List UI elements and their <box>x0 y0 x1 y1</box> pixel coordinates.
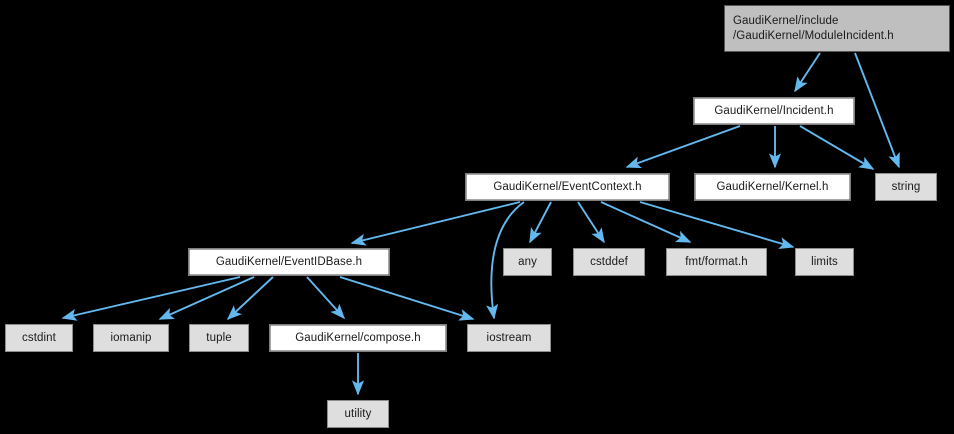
graph-node-compose[interactable]: GaudiKernel/compose.h <box>269 324 447 352</box>
dependency-edge-eventidbase-to-cstdint <box>61 276 241 321</box>
dependency-edge-eventidbase-to-iostream <box>339 276 475 321</box>
graph-node-any[interactable]: any <box>503 248 552 276</box>
graph-node-incident[interactable]: GaudiKernel/Incident.h <box>693 97 855 125</box>
graph-node-string[interactable]: string <box>875 173 937 201</box>
graph-node-limits[interactable]: limits <box>795 248 854 276</box>
dependency-edge-eventcontext-to-eventidbase <box>350 201 521 246</box>
graph-node-kernel[interactable]: GaudiKernel/Kernel.h <box>694 173 851 201</box>
graph-node-iomanip[interactable]: iomanip <box>93 324 169 352</box>
dependency-edge-root-to-incident <box>794 52 821 93</box>
dependency-edge-incident-to-eventcontext <box>625 125 741 169</box>
dependency-edge-eventcontext-to-cstddef <box>577 201 605 244</box>
graph-node-root[interactable]: GaudiKernel/include /GaudiKernel/ModuleI… <box>724 5 950 52</box>
graph-node-cstddef[interactable]: cstddef <box>573 248 645 276</box>
dependency-edge-eventcontext-to-iostream <box>486 201 525 320</box>
graph-node-eventidbase[interactable]: GaudiKernel/EventIDBase.h <box>188 248 390 276</box>
graph-node-utility[interactable]: utility <box>327 400 389 428</box>
dependency-edge-eventidbase-to-tuple <box>226 276 274 321</box>
graph-node-iostream[interactable]: iostream <box>467 324 551 352</box>
dependency-edge-incident-to-string <box>799 125 875 170</box>
dependency-edge-root-to-string <box>854 52 900 169</box>
dependency-edge-eventcontext-to-any <box>529 201 552 244</box>
dependency-edge-eventcontext-to-fmtformat <box>600 201 692 243</box>
dependency-edge-eventidbase-to-iomanip <box>158 276 255 320</box>
graph-node-tuple[interactable]: tuple <box>189 324 249 352</box>
graph-node-cstdint[interactable]: cstdint <box>5 324 73 352</box>
graph-node-fmtformat[interactable]: fmt/format.h <box>666 248 767 276</box>
edge-group <box>61 52 900 396</box>
dependency-edge-eventcontext-to-limits <box>639 201 795 249</box>
graph-node-eventcontext[interactable]: GaudiKernel/EventContext.h <box>465 173 670 201</box>
dependency-edge-eventidbase-to-compose <box>306 276 346 320</box>
